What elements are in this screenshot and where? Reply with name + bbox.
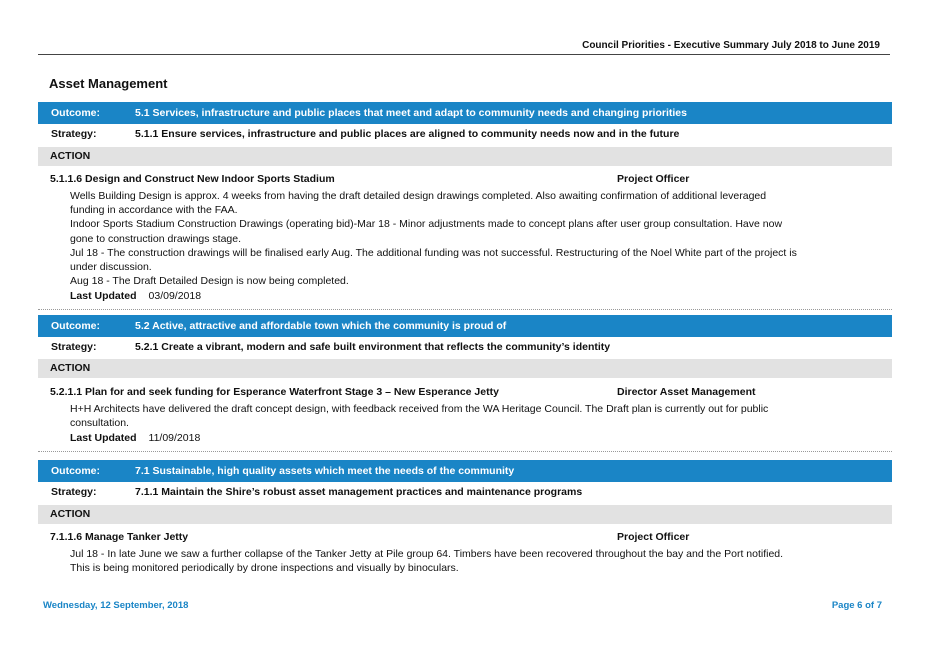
page-number: Page 6 of 7 bbox=[831, 600, 882, 611]
dotted-separator bbox=[38, 451, 892, 452]
action-header-label: ACTION bbox=[50, 362, 91, 374]
action-header-label: ACTION bbox=[50, 508, 91, 520]
responsible-officer: Project Officer bbox=[617, 531, 690, 543]
last-updated: Last Updated 03/09/2018 bbox=[70, 290, 201, 302]
action-title: 5.2.1.1 Plan for and seek funding for Es… bbox=[50, 386, 499, 398]
comment-line: Indoor Sports Stadium Construction Drawi… bbox=[70, 218, 783, 245]
last-updated-label: Last Updated bbox=[70, 290, 137, 302]
outcome-text: 7.1 Sustainable, high quality assets whi… bbox=[135, 465, 515, 477]
action-comments: Jul 18 - In late June we saw a further c… bbox=[70, 547, 800, 575]
section-title: Asset Management bbox=[49, 76, 168, 91]
action-header: ACTION bbox=[38, 147, 892, 166]
strategy-text: 5.1.1 Ensure services, infrastructure an… bbox=[135, 128, 680, 140]
comment-line: Jul 18 - The construction drawings will … bbox=[70, 246, 797, 274]
outcome-bar: Outcome: 7.1 Sustainable, high quality a… bbox=[38, 460, 892, 482]
action-title: 7.1.1.6 Manage Tanker Jetty bbox=[50, 531, 189, 543]
strategy-label: Strategy: bbox=[51, 128, 97, 140]
comment-line: Aug 18 - The Draft Detailed Design is no… bbox=[70, 275, 349, 288]
footer-date: Wednesday, 12 September, 2018 bbox=[43, 600, 189, 611]
outcome-text: 5.1 Services, infrastructure and public … bbox=[135, 107, 687, 119]
responsible-officer: Director Asset Management bbox=[617, 386, 756, 398]
action-comments: Wells Building Design is approx. 4 weeks… bbox=[70, 189, 800, 288]
outcome-bar: Outcome: 5.1 Services, infrastructure an… bbox=[38, 102, 892, 124]
outcome-label: Outcome: bbox=[51, 465, 101, 477]
strategy-label: Strategy: bbox=[51, 486, 97, 498]
report-header-title: Council Priorities - Executive Summary J… bbox=[582, 40, 880, 51]
strategy-text: 5.2.1 Create a vibrant, modern and safe … bbox=[135, 341, 611, 353]
strategy-row: Strategy: 5.1.1 Ensure services, infrast… bbox=[38, 126, 892, 144]
last-updated-date: 03/09/2018 bbox=[148, 290, 202, 302]
last-updated: Last Updated 11/09/2018 bbox=[70, 432, 200, 444]
header-divider bbox=[38, 54, 890, 55]
outcome-bar: Outcome: 5.2 Active, attractive and affo… bbox=[38, 315, 892, 337]
outcome-label: Outcome: bbox=[51, 107, 101, 119]
outcome-text: 5.2 Active, attractive and affordable to… bbox=[135, 320, 507, 332]
comment-line: H+H Architects have delivered the draft … bbox=[70, 403, 769, 430]
strategy-text: 7.1.1 Maintain the Shire’s robust asset … bbox=[135, 486, 583, 498]
action-comments: H+H Architects have delivered the draft … bbox=[70, 402, 800, 430]
last-updated-label: Last Updated bbox=[70, 432, 137, 444]
strategy-row: Strategy: 7.1.1 Maintain the Shire’s rob… bbox=[38, 484, 892, 502]
strategy-row: Strategy: 5.2.1 Create a vibrant, modern… bbox=[38, 339, 892, 357]
comment-line: Jul 18 - In late June we saw a further c… bbox=[70, 548, 784, 575]
dotted-separator bbox=[38, 309, 892, 310]
comment-line: Wells Building Design is approx. 4 weeks… bbox=[70, 190, 767, 217]
action-header: ACTION bbox=[38, 505, 892, 524]
strategy-label: Strategy: bbox=[51, 341, 97, 353]
action-title: 5.1.1.6 Design and Construct New Indoor … bbox=[50, 173, 335, 185]
action-header-label: ACTION bbox=[50, 150, 91, 162]
outcome-label: Outcome: bbox=[51, 320, 101, 332]
responsible-officer: Project Officer bbox=[617, 173, 690, 185]
action-header: ACTION bbox=[38, 359, 892, 378]
last-updated-date: 11/09/2018 bbox=[148, 432, 201, 444]
